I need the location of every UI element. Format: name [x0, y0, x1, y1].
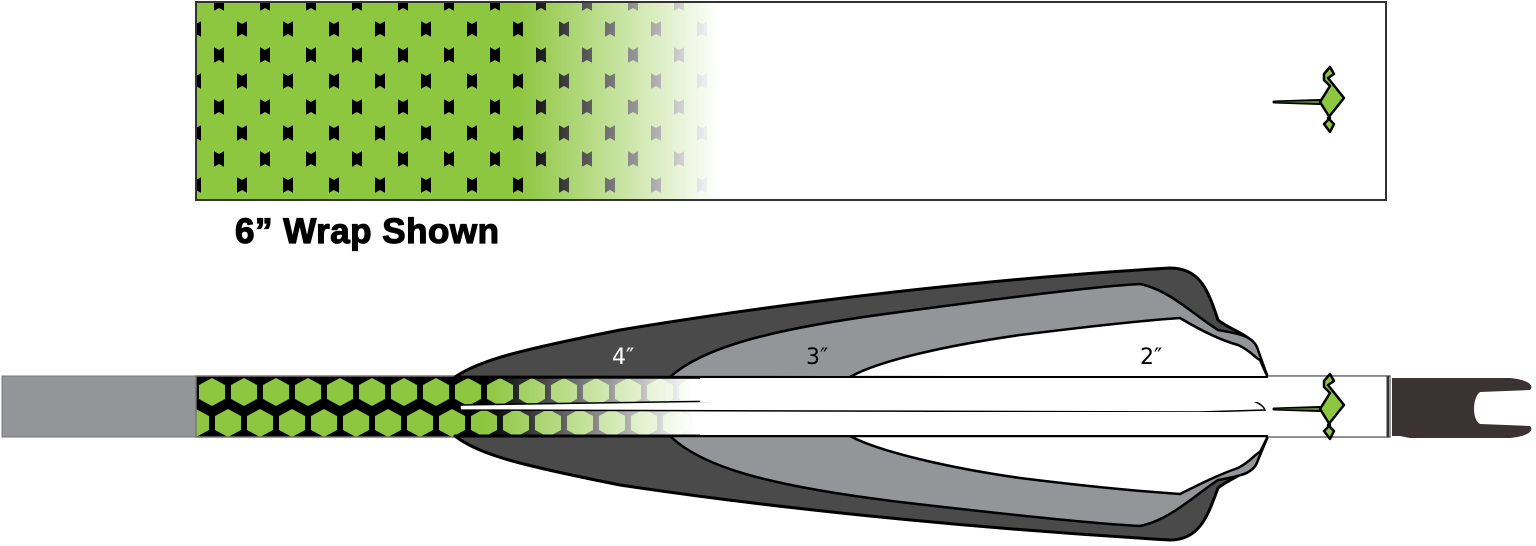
wrap-caption: 6” Wrap Shown	[234, 211, 500, 251]
vane-label-4in: 4″	[612, 345, 634, 370]
vane-2in-bottom	[848, 434, 1270, 496]
vane-label-2in: 2″	[1140, 345, 1162, 370]
vane-2in-top	[848, 316, 1270, 380]
arrow-illustration: 4″ 3″ 2″	[1, 266, 1532, 542]
vane-label-3in: 3″	[806, 345, 828, 370]
wrap-panel	[195, 1, 1387, 201]
arrow-shaft	[1, 375, 197, 438]
arrow-nock	[1392, 378, 1532, 438]
